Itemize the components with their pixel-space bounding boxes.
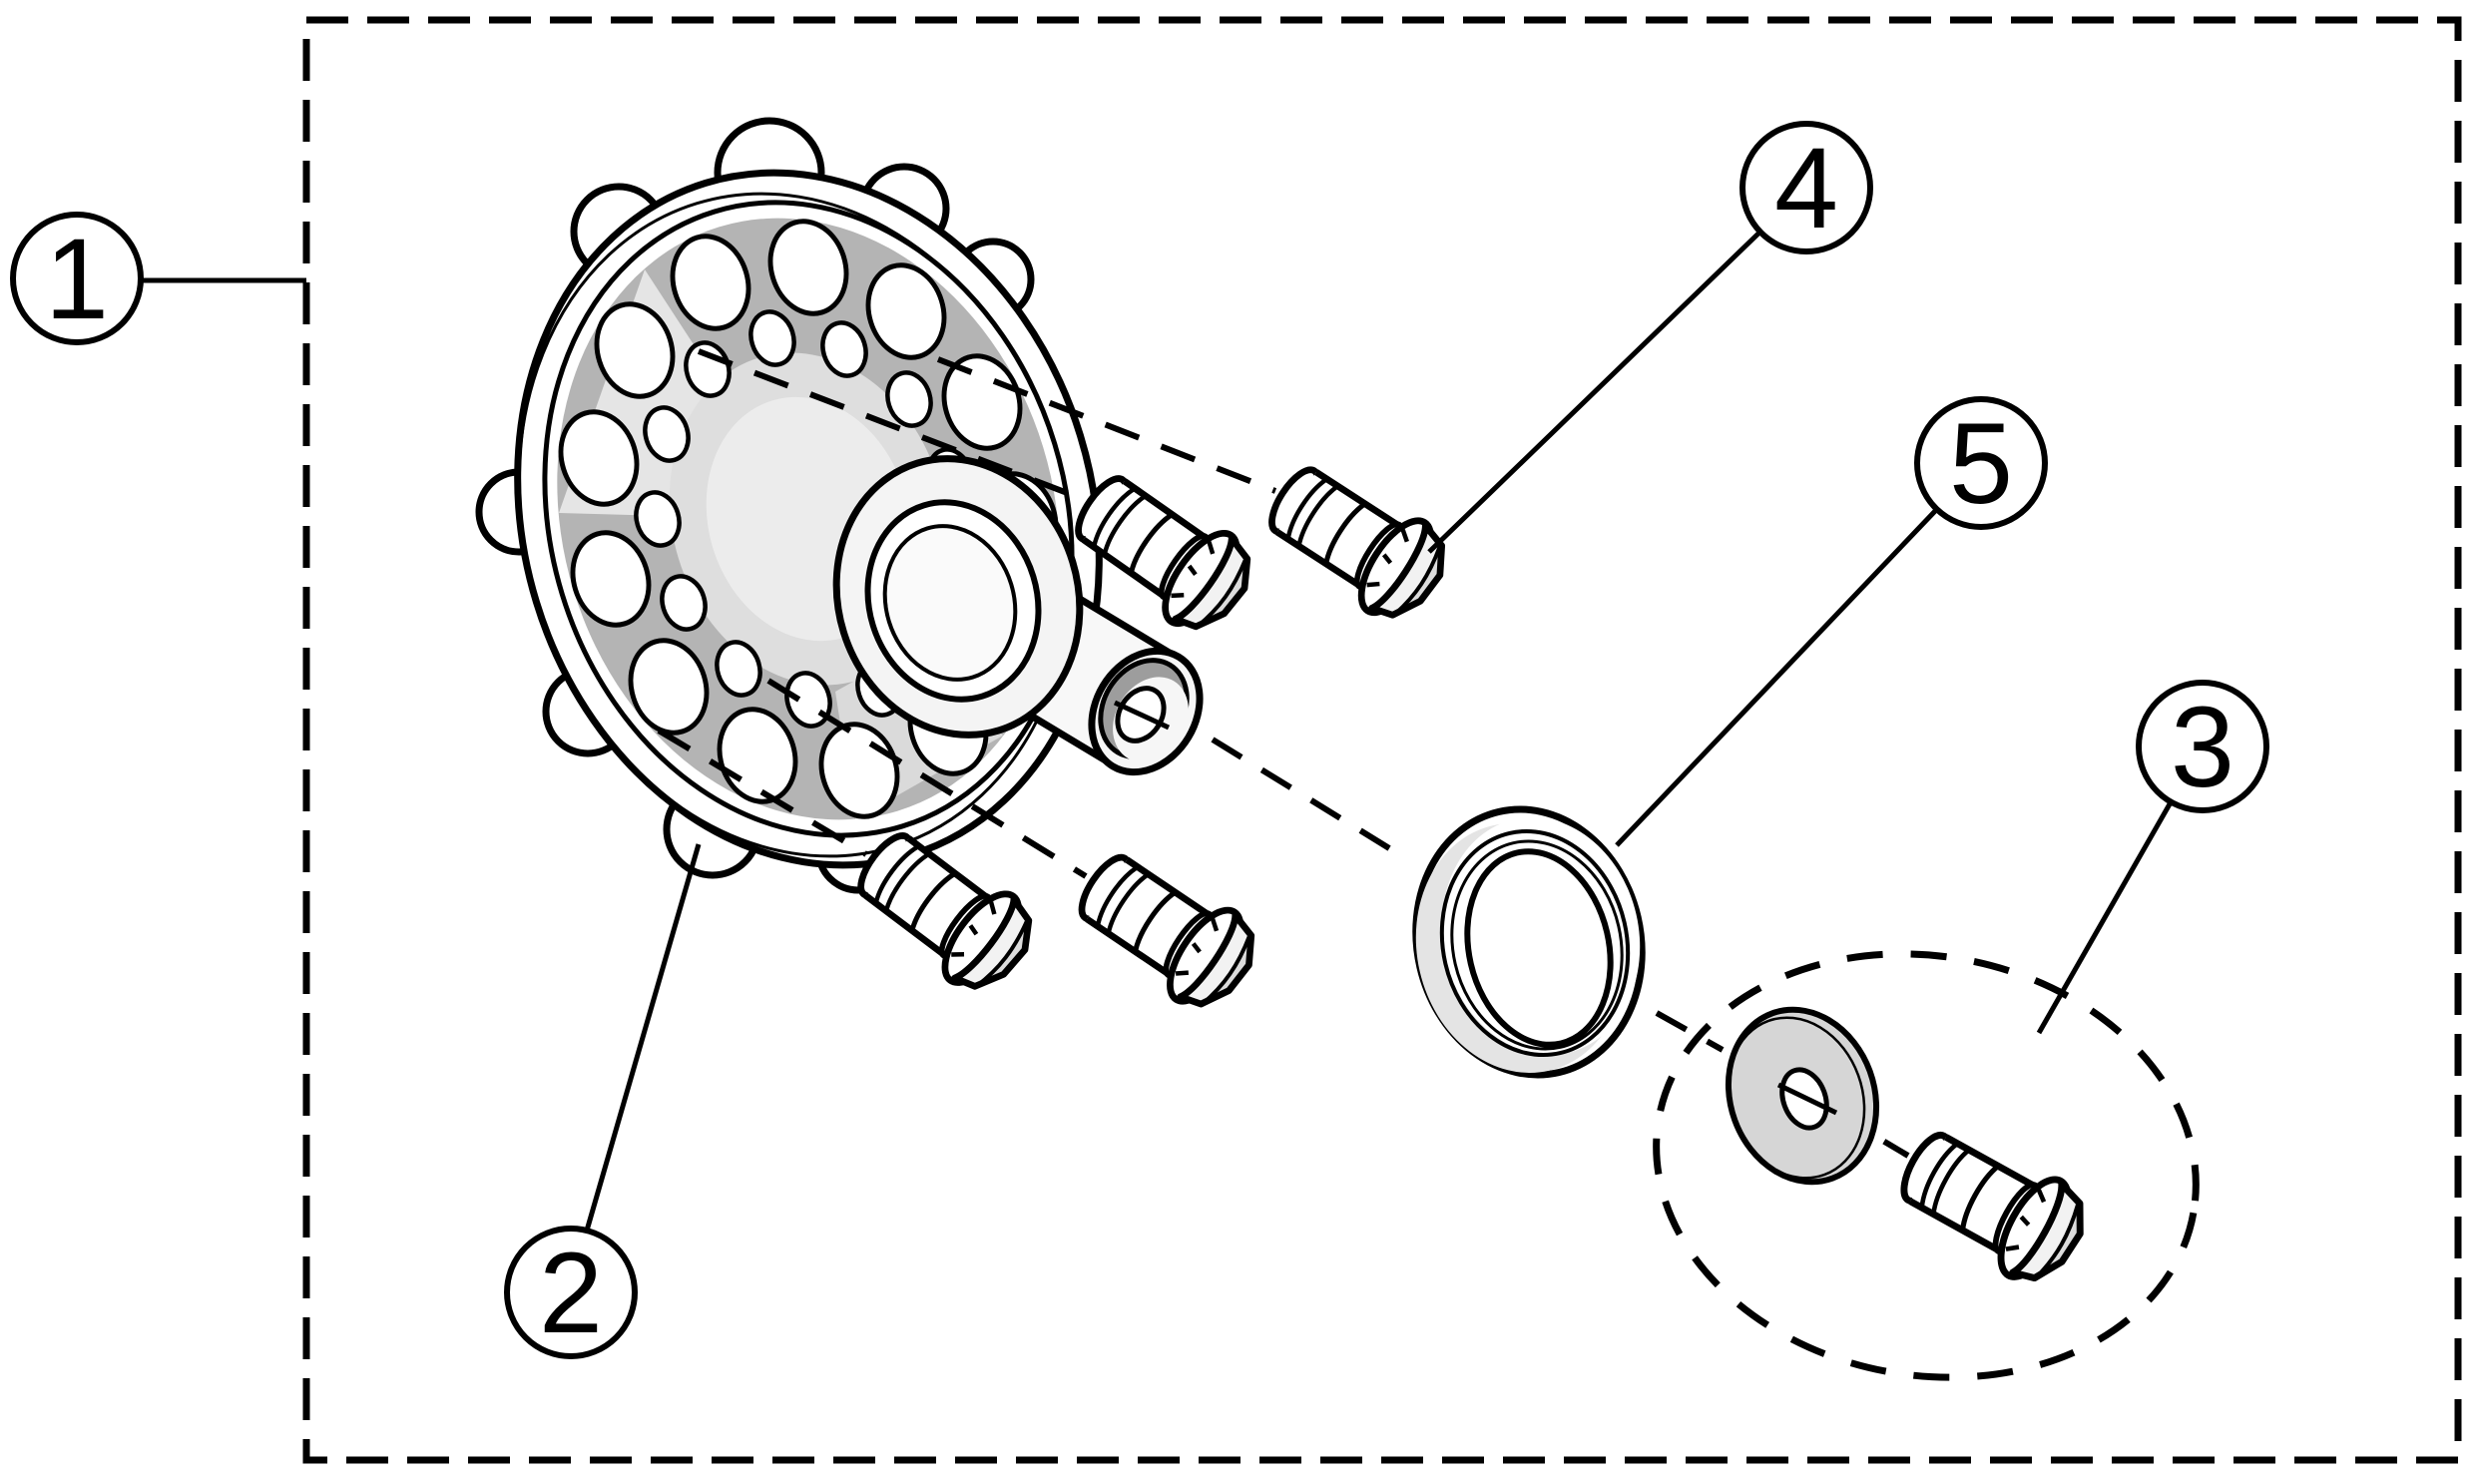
callout-5[interactable]: 5 [1615, 396, 2048, 847]
seal-lip-inner [1450, 839, 1624, 1051]
assembly-boundary-border [302, 16, 2462, 1464]
seal-ring [1412, 805, 1646, 1079]
seal-opening [1464, 848, 1614, 1048]
callout-5-label: 5 [1949, 400, 2013, 528]
callout-4-leader [1427, 230, 1762, 554]
callout-4[interactable]: 4 [1427, 121, 1873, 554]
callout-3[interactable]: 3 [2036, 680, 2269, 1035]
callout-2-leader [584, 843, 702, 1232]
axis-line-bolt-lower-left [657, 728, 868, 857]
axis-line-bolt-upper-left [697, 348, 1085, 502]
callout-3-balloon[interactable] [2136, 680, 2269, 813]
washer [1725, 1006, 1880, 1186]
spindle-hole-axis-tick [1113, 700, 1171, 731]
bearing-seat-lip [882, 524, 1018, 682]
hub-spindle [832, 455, 1204, 776]
callout-4-label: 4 [1774, 125, 1838, 252]
callout-2[interactable]: 2 [504, 843, 702, 1359]
callout-2-balloon[interactable] [504, 1226, 638, 1359]
axis-line-bolt-upper-right [936, 356, 1277, 494]
bolt-axis-dashed-lines [657, 348, 1277, 879]
callout-4-balloon[interactable] [1739, 121, 1873, 254]
callout-3-label: 3 [2171, 684, 2234, 811]
washer-hole-axis-tick [1776, 1082, 1838, 1116]
axis-line-bolt-lower-right [766, 678, 1088, 879]
callout-3-leader [2036, 800, 2174, 1035]
callout-1-label: 1 [45, 216, 109, 343]
washer-thickness-edge [1727, 1016, 1866, 1180]
subassembly-group-ellipse [1653, 950, 2200, 1381]
seal-lip-outer [1439, 828, 1631, 1058]
callout-5-balloon[interactable] [1914, 396, 2048, 530]
callout-2-label: 2 [539, 1230, 603, 1357]
callout-1-balloon[interactable] [10, 212, 144, 345]
callout-1[interactable]: 1 [10, 212, 306, 345]
callout-5-leader [1615, 507, 1939, 847]
